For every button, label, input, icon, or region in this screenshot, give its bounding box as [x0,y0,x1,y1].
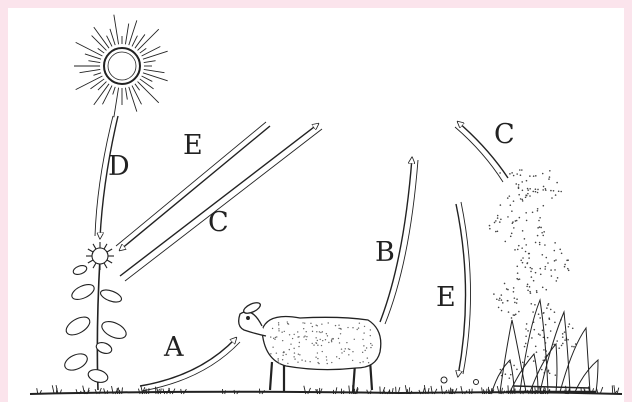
arrow-c-plant-to-air [120,124,318,276]
arrow-a-inner [142,342,240,391]
arrow-a-plant-to-sheep [140,338,236,386]
label-c-fire: C [494,119,515,150]
label-e-right: E [436,282,456,313]
label-d: D [108,151,130,182]
ground-line [30,377,622,394]
plant-icon [62,242,129,390]
diagram-canvas: E C D B E A C [8,8,624,402]
label-b: B [375,237,395,268]
label-a: A [163,332,184,363]
label-e-top: E [183,130,203,161]
sun-icon [74,15,168,118]
sheep-icon [239,301,381,392]
fire-icon [489,169,598,392]
arrow-e-air-to-ground [456,204,466,376]
label-c-middle: C [208,207,229,238]
arrow-c-inner [125,129,322,281]
